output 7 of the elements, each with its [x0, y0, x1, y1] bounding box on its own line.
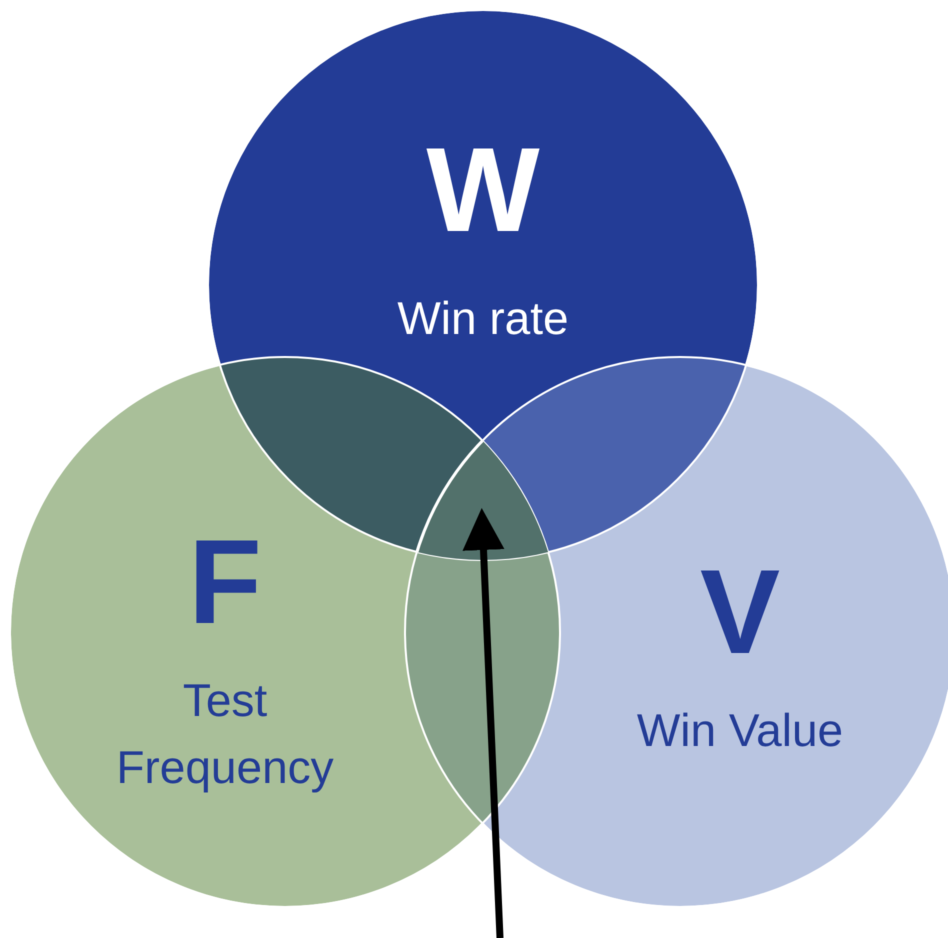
- letter-label: F: [187, 522, 263, 642]
- circle-label: Win rate: [396, 291, 570, 346]
- letter-label: W: [425, 130, 541, 250]
- arrow: [462, 508, 504, 938]
- circle-label: Win Value: [636, 703, 844, 758]
- circle-label: Test Frequency: [115, 673, 335, 795]
- letter-label: V: [698, 552, 782, 672]
